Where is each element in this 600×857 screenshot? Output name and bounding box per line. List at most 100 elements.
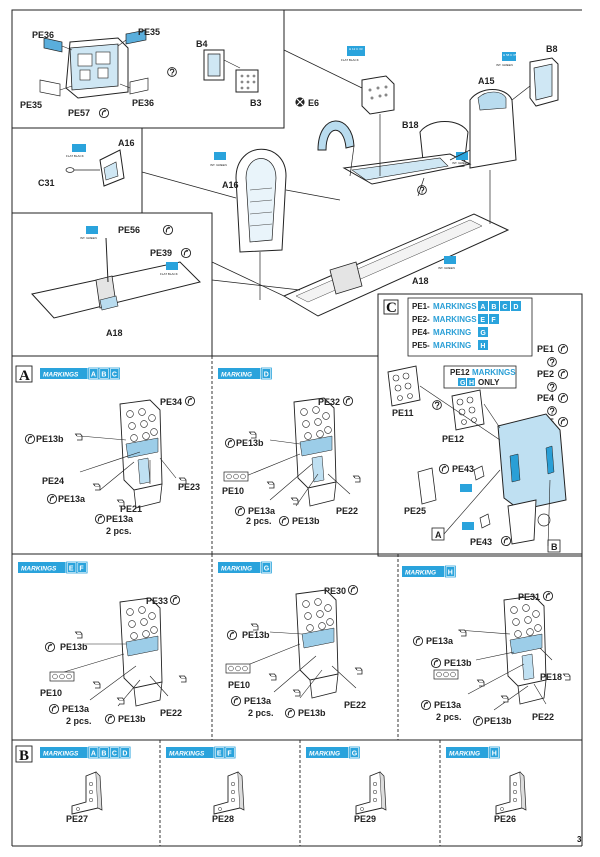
bend-icon	[44, 641, 56, 653]
ref-letter: B	[551, 542, 558, 552]
markings-word: MARKINGS	[169, 751, 205, 758]
section-letter: B	[19, 748, 29, 764]
markings-word: MARKING	[449, 751, 480, 758]
bend-icon	[46, 493, 58, 505]
instrument-panel-drawing	[119, 597, 163, 707]
legend-word: MARKING	[433, 341, 471, 350]
marking-letter: G	[352, 751, 358, 758]
gunsight-bracket	[203, 49, 259, 93]
question-circle-icon	[167, 67, 177, 77]
legend-word: MARKINGS	[433, 315, 477, 324]
svg-text:-: -	[427, 328, 430, 337]
cockpit-floor-a18	[282, 213, 510, 317]
ref-letter: A	[435, 530, 442, 540]
rivet-part	[267, 481, 275, 489]
bend-icon	[162, 224, 174, 236]
svg-text:MARKINGS: MARKINGS	[472, 368, 516, 377]
paint-chip-flat-black: FLAT BLACK	[66, 144, 86, 158]
bend-icon	[234, 505, 246, 517]
bend-icon	[278, 515, 290, 527]
rivet-part	[477, 679, 485, 687]
legend-badge: D	[513, 304, 518, 311]
small-panel-drawing	[495, 771, 527, 815]
top-part-label: C31	[38, 178, 55, 188]
section-c-label: PE11	[392, 408, 414, 418]
markings-word: MARKING	[221, 566, 252, 573]
part-label: PE13b	[60, 642, 88, 652]
svg-text:ONLY: ONLY	[478, 378, 500, 387]
marking-letter: E	[69, 566, 74, 573]
seat-b18	[342, 121, 472, 185]
top-part-label: A15	[478, 76, 495, 86]
part-label: PE13a	[244, 696, 272, 706]
marking-letter: B	[101, 751, 106, 758]
svg-text:-: -	[427, 315, 430, 324]
rivet-part	[269, 673, 277, 681]
svg-text:FLAT BLACK: FLAT BLACK	[160, 272, 178, 276]
armor-plate-e6	[317, 120, 355, 151]
side-part-label: PE2	[537, 369, 554, 379]
part-label: PE10	[222, 486, 244, 496]
bend-icon	[224, 437, 236, 449]
markings-word: MARKING	[405, 570, 436, 577]
legend-badge: E	[480, 317, 485, 324]
instrument-panel-drawing	[119, 399, 163, 509]
part-label: PE34	[160, 397, 182, 407]
top-part-label: PE39	[150, 248, 172, 258]
rivet-part	[117, 697, 125, 705]
part-label: PE13b	[444, 658, 472, 668]
part-label: PE10	[228, 680, 250, 690]
bend-icon	[98, 107, 110, 119]
rivet-part	[293, 689, 301, 697]
rivet-part	[93, 483, 101, 491]
top-part-label: E6	[308, 98, 319, 108]
bend-icon	[557, 416, 569, 428]
top-part-label: B3	[250, 98, 262, 108]
part-label: PE21	[120, 504, 142, 514]
bend-icon	[184, 395, 196, 407]
bend-icon	[230, 695, 242, 707]
markings-word: MARKING	[221, 372, 252, 379]
svg-text:INT. GREEN: INT. GREEN	[496, 63, 513, 67]
part-label: PE10	[40, 688, 62, 698]
top-part-label: A16	[222, 180, 239, 190]
paint-chip-int-green: INT. GREEN	[80, 226, 98, 240]
question-circle-icon	[547, 357, 557, 367]
marking-letter: D	[264, 372, 269, 379]
question-circle-icon	[547, 382, 557, 392]
svg-text:INT. GREEN: INT. GREEN	[452, 161, 469, 165]
legend-badge: B	[491, 304, 496, 311]
part-label: 2 pcs.	[248, 708, 274, 718]
rivet-part	[355, 667, 363, 675]
part-label: PE31	[518, 592, 540, 602]
section-c-label: PE43	[452, 464, 474, 474]
part-label: PE13a	[58, 494, 86, 504]
legend-badge: H	[480, 343, 485, 350]
paint-chip-int-green: INT. GREEN	[452, 152, 469, 165]
part-label: PE13b	[298, 708, 326, 718]
part-label: PE13a	[434, 700, 462, 710]
part-label: PE22	[532, 712, 554, 722]
assembly-lines	[141, 49, 531, 300]
marking-letter: D	[122, 751, 127, 758]
markings-word: MARKINGS	[43, 751, 79, 758]
marking-letter: F	[227, 751, 232, 758]
bend-icon	[412, 635, 424, 647]
bend-icon	[347, 584, 359, 596]
instrument-panel-drawing	[293, 397, 337, 507]
